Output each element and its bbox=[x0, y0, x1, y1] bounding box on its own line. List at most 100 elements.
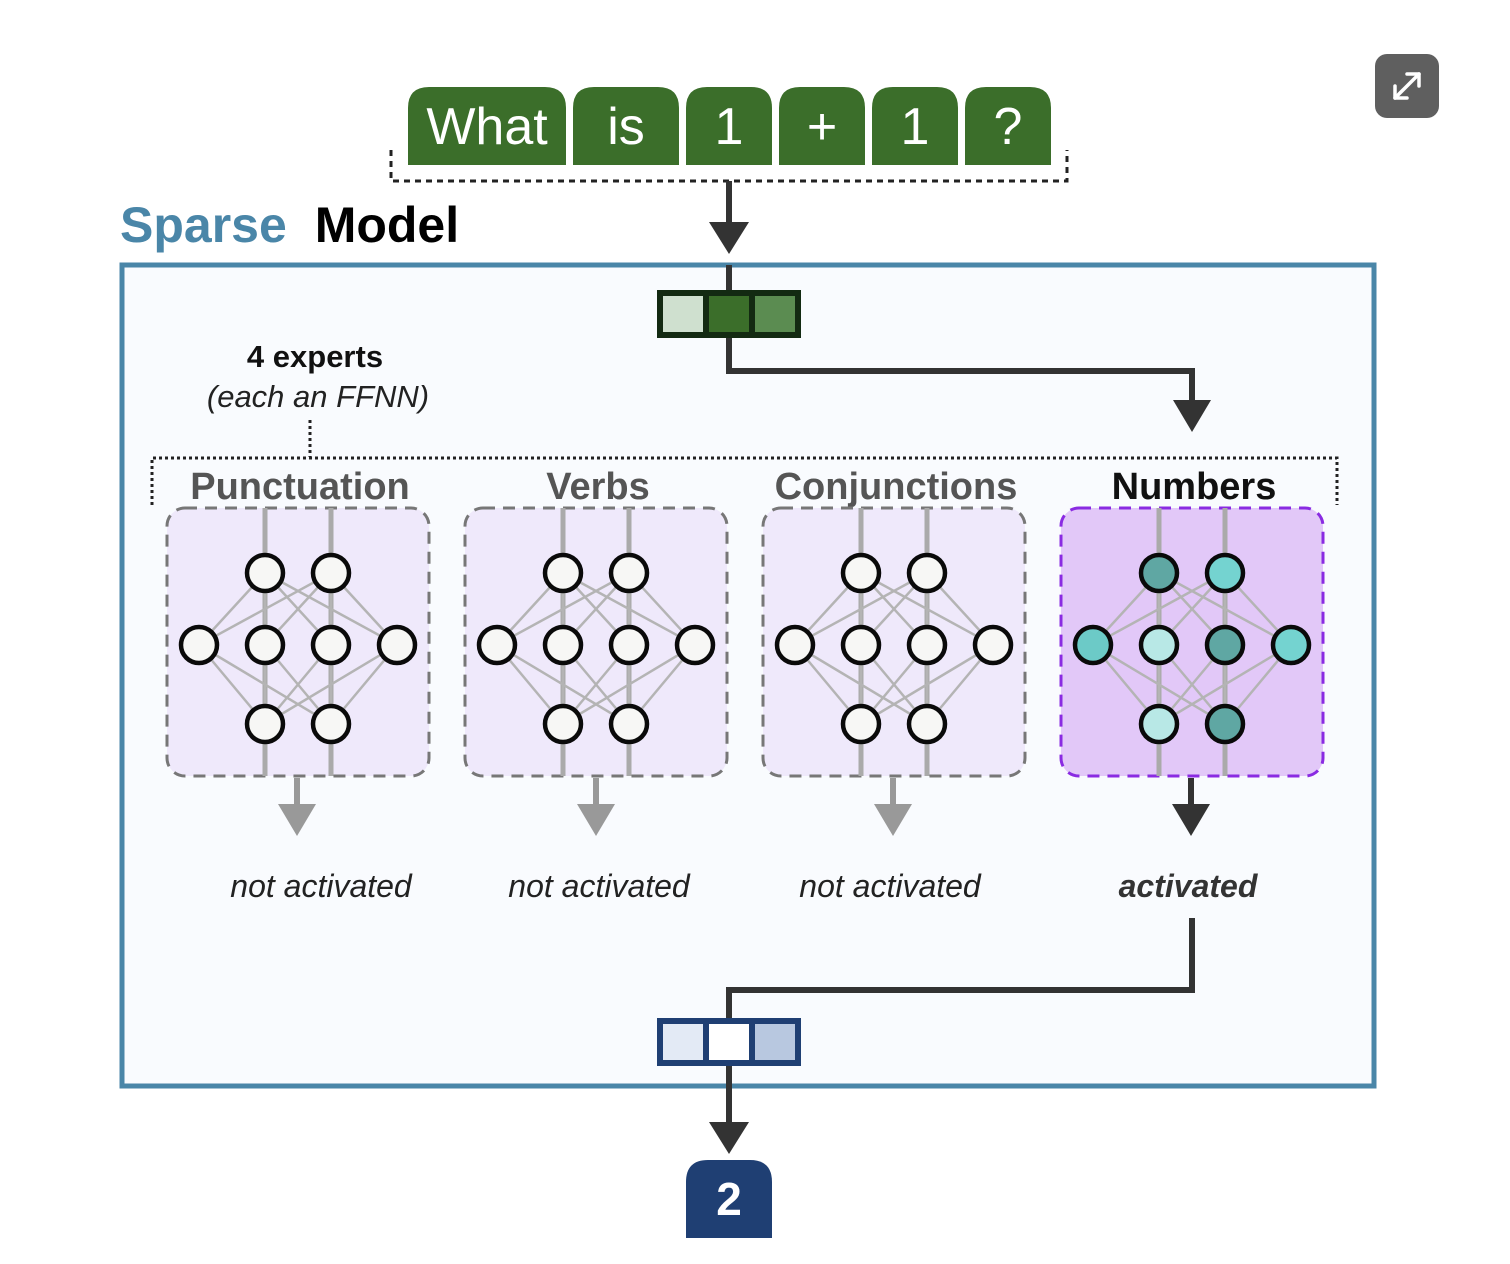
expert-status: not activated bbox=[799, 868, 982, 904]
expert-neuron bbox=[376, 624, 418, 666]
output-token bbox=[686, 1160, 772, 1238]
expert-neuron bbox=[840, 552, 882, 594]
input-token-label: ? bbox=[994, 98, 1023, 156]
output-token-label: 2 bbox=[716, 1173, 742, 1225]
input-token-bg bbox=[573, 87, 679, 165]
expert-neuron bbox=[1204, 703, 1246, 745]
expert-conjunctions: Conjunctions not activated bbox=[761, 466, 1027, 904]
expert-label: Conjunctions bbox=[775, 466, 1018, 508]
title-suffix: Model bbox=[315, 197, 459, 253]
output-vector-cell bbox=[663, 1024, 703, 1060]
experts-caption-subtitle: (each an FFNN) bbox=[207, 379, 429, 414]
output-vector-cell bbox=[709, 1024, 749, 1060]
expert-neuron bbox=[1072, 624, 1114, 666]
input-token-bg bbox=[779, 87, 865, 165]
expert-neuron bbox=[608, 624, 650, 666]
expert-edge bbox=[860, 643, 994, 726]
expert-label: Verbs bbox=[546, 466, 650, 508]
expert-status: activated bbox=[1119, 868, 1259, 904]
expert-neuron bbox=[542, 624, 584, 666]
expert-neuron bbox=[906, 624, 948, 666]
expert-neuron bbox=[310, 703, 352, 745]
expert-edge bbox=[264, 643, 398, 726]
expert-neuron bbox=[542, 552, 584, 594]
expert-box bbox=[165, 506, 431, 778]
expert-edge bbox=[1158, 643, 1292, 726]
input-token: What bbox=[408, 87, 566, 165]
expert-neuron bbox=[1138, 624, 1180, 666]
input-token-label: is bbox=[607, 98, 645, 156]
expert-neuron bbox=[1204, 624, 1246, 666]
expert-label: Punctuation bbox=[190, 466, 410, 508]
expert-neuron bbox=[972, 624, 1014, 666]
expert-neuron bbox=[542, 703, 584, 745]
expert-output-arrowhead bbox=[874, 804, 912, 836]
expert-neuron bbox=[906, 703, 948, 745]
input-token: 1 bbox=[686, 87, 772, 165]
expand-icon bbox=[1393, 72, 1421, 100]
output-vector-cell bbox=[755, 1024, 795, 1060]
expert-neuron bbox=[310, 624, 352, 666]
expert-neuron bbox=[310, 552, 352, 594]
input-token: + bbox=[779, 87, 865, 165]
expert-neuron bbox=[244, 624, 286, 666]
experts-bracket bbox=[150, 456, 1339, 505]
input-token-bg bbox=[686, 87, 772, 165]
router-route-arrowhead bbox=[1173, 400, 1211, 432]
expert-neuron bbox=[244, 703, 286, 745]
model-title: Sparse Model bbox=[120, 197, 459, 253]
input-token-bg bbox=[872, 87, 958, 165]
input-token-label: 1 bbox=[901, 98, 930, 156]
router-vector-cell bbox=[755, 296, 795, 332]
expert-numbers: Numbers activated bbox=[1059, 466, 1325, 904]
expert-neuron bbox=[244, 552, 286, 594]
input-token: ? bbox=[965, 87, 1051, 165]
expert-output-line bbox=[726, 918, 1195, 1020]
expand-button[interactable] bbox=[1375, 54, 1439, 118]
experts-caption-title: 4 experts bbox=[247, 339, 383, 374]
expert-neuron bbox=[840, 703, 882, 745]
expert-edge bbox=[198, 571, 332, 647]
expert-neuron bbox=[178, 624, 220, 666]
input-token-label: + bbox=[807, 98, 837, 156]
expert-neuron bbox=[1204, 552, 1246, 594]
output-vector bbox=[657, 1018, 801, 1066]
title-prefix: Sparse bbox=[120, 197, 287, 253]
expert-neuron bbox=[674, 624, 716, 666]
expert-punctuation: Punctuation not activated bbox=[165, 466, 431, 904]
expert-neuron bbox=[774, 624, 816, 666]
expert-output-arrowhead bbox=[577, 804, 615, 836]
expert-neuron bbox=[608, 703, 650, 745]
router-route-line bbox=[726, 338, 1195, 404]
input-token-bg bbox=[965, 87, 1051, 165]
expert-neuron bbox=[1138, 552, 1180, 594]
expert-edge bbox=[496, 571, 630, 647]
input-token-bg bbox=[408, 87, 566, 165]
expert-neuron bbox=[476, 624, 518, 666]
expert-label: Numbers bbox=[1112, 466, 1277, 508]
router-vector-cell bbox=[663, 296, 703, 332]
expert-neuron bbox=[608, 552, 650, 594]
output-arrow-head bbox=[709, 1122, 749, 1154]
expert-status: not activated bbox=[230, 868, 413, 904]
expert-neuron bbox=[906, 552, 948, 594]
input-token-row: What is 1 +1? bbox=[408, 87, 1051, 165]
input-token: 1 bbox=[872, 87, 958, 165]
router-vector-cell bbox=[709, 296, 749, 332]
expert-output-arrowhead bbox=[1172, 804, 1210, 836]
input-token-label: What bbox=[426, 98, 548, 156]
expert-edge bbox=[1092, 571, 1226, 647]
expert-box bbox=[1059, 506, 1325, 778]
expert-neuron bbox=[1270, 624, 1312, 666]
router-vector bbox=[657, 290, 801, 338]
input-token: is bbox=[573, 87, 679, 165]
expert-output-arrowhead bbox=[278, 804, 316, 836]
expert-box bbox=[463, 506, 729, 778]
input-arrow-head bbox=[709, 222, 749, 254]
expert-edge bbox=[562, 643, 696, 726]
expert-neuron bbox=[840, 624, 882, 666]
input-token-label: 1 bbox=[715, 98, 744, 156]
